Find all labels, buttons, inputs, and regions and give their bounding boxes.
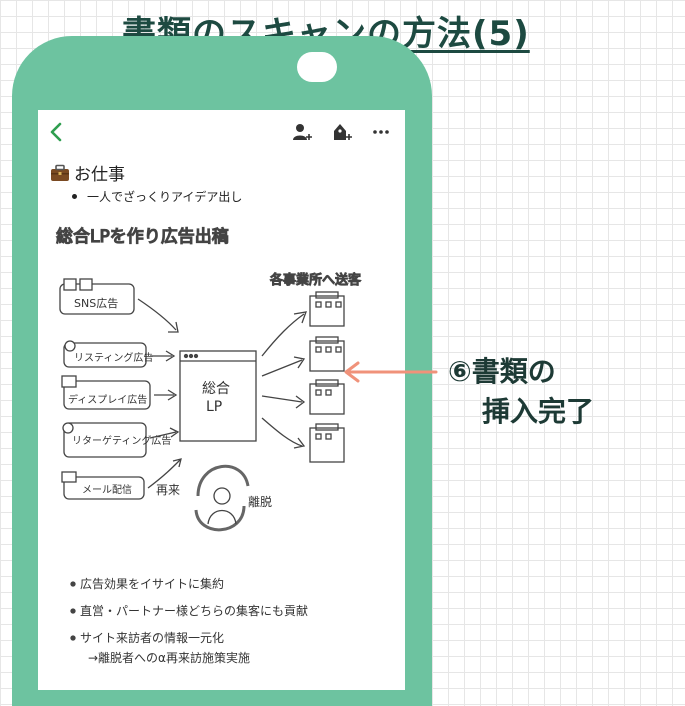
sketch-note-1: 広告効果をイサイトに集約: [80, 576, 224, 591]
source-email-label: メール配信: [82, 484, 132, 496]
annotation-line-1: ⑥書類の: [448, 355, 556, 388]
add-person-icon[interactable]: [292, 122, 314, 142]
lp-label-2: LP: [206, 399, 222, 415]
handwritten-sketch: 総合LPを作り広告出稿 各事業所へ送客 SNS広告 リスティング広告 ディスプレ…: [55, 226, 361, 665]
source-listing-label: リスティング広告: [74, 351, 153, 364]
landing-page-box: 総合 LP: [179, 350, 257, 442]
annotation-arrow-icon: [344, 361, 438, 383]
arrows-to-offices: [261, 311, 307, 449]
revisit-cycle: 再来 離脱: [156, 464, 272, 532]
source-display-label: ディスプレイ広告: [68, 393, 147, 406]
note-bullet: 一人でざっくりアイデア出し: [72, 188, 242, 205]
churn-label: 離脱: [248, 494, 272, 509]
source-display: ディスプレイ広告: [61, 375, 151, 410]
back-arrow-icon[interactable]: [48, 122, 64, 142]
revisit-label: 再来: [156, 483, 180, 497]
sketch-notes: 広告効果をイサイトに集約 直営・パートナー様どちらの集客にも貢献 サイト来訪者の…: [70, 576, 308, 665]
briefcase-icon: [51, 164, 69, 181]
note-heading: お仕事: [50, 160, 125, 185]
note-bullet-text: 一人でざっくりアイデア出し: [87, 190, 243, 204]
sketch-note-2: 直営・パートナー様どちらの集客にも貢献: [80, 603, 308, 618]
arrows-to-lp: [137, 298, 182, 489]
source-email: メール配信: [61, 471, 145, 500]
note-heading-text: お仕事: [74, 165, 125, 185]
sketch-note-3: サイト来訪者の情報一元化: [80, 630, 224, 645]
sketch-note-4: →離脱者へのα再来訪施策実施: [88, 650, 250, 665]
lp-label-1: 総合: [202, 381, 230, 397]
note-toolbar: [38, 110, 405, 150]
phone-strap-hole: [297, 52, 337, 82]
annotation-line-2: 挿入完了: [482, 395, 595, 428]
phone-screen: お仕事 一人でざっくりアイデア出し 総合LPを作り広告出稿 各事業所へ送客 SN…: [38, 110, 405, 690]
sketch-title: 総合LPを作り広告出稿: [56, 227, 229, 247]
source-sns: SNS広告: [59, 278, 135, 315]
sketch-offices-label: 各事業所へ送客: [270, 272, 361, 288]
add-tag-icon[interactable]: [331, 122, 353, 142]
source-retargeting: リターゲティング広告: [62, 422, 171, 458]
source-listing: リスティング広告: [63, 340, 153, 368]
annotation-text: ⑥書類の 挿入完了: [448, 352, 594, 432]
more-icon[interactable]: [370, 122, 392, 142]
source-sns-label: SNS広告: [74, 297, 118, 310]
source-retargeting-label: リターゲティング広告: [72, 434, 171, 447]
offices: [309, 291, 345, 463]
